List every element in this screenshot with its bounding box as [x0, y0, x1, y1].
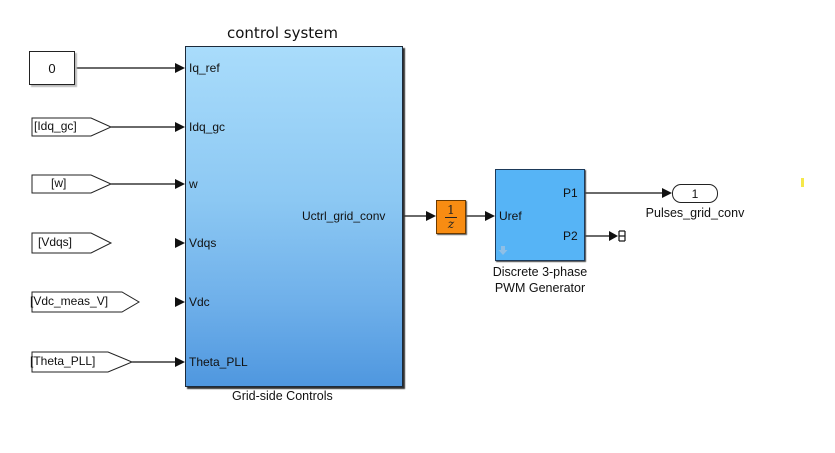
constant-value: 0 [48, 60, 56, 76]
from-tag-vdc-meas-v[interactable]: [Vdc_meas_V] [30, 294, 109, 308]
pwm-output-p2: P2 [563, 229, 578, 243]
input-port-iq-ref: Iq_ref [189, 61, 220, 75]
arrowhead-theta-pll [175, 357, 185, 367]
arrowhead-delay-in [426, 211, 436, 221]
annotation-title: control system [227, 24, 338, 42]
from-tag-theta-pll[interactable]: [Theta_PLL] [30, 354, 96, 368]
pwm-input-uref: Uref [499, 209, 522, 223]
from-tag-vdqs[interactable]: [Vdqs] [38, 235, 73, 249]
delay-denominator: z [447, 216, 455, 231]
arrowhead-terminator-in [609, 231, 618, 241]
pwm-output-p1: P1 [563, 186, 578, 200]
input-port-vdqs: Vdqs [189, 236, 217, 250]
unit-delay-block[interactable]: 1 z [436, 200, 466, 234]
outport-number: 1 [691, 186, 699, 201]
output-port-uctrl-grid-conv: Uctrl_grid_conv [302, 209, 386, 223]
delay-numerator: 1 [445, 202, 457, 218]
grid-side-controls-caption: Grid-side Controls [232, 389, 333, 403]
outport-block[interactable]: 1 [672, 184, 718, 203]
from-tag-idq-gc-shape [31, 117, 113, 137]
arrowhead-outport-in [662, 188, 672, 198]
arrowhead-vdqs [175, 238, 185, 248]
pwm-caption-line1: Discrete 3-phase [492, 265, 588, 279]
arrowhead-w [175, 179, 185, 189]
arrow-down-icon [498, 246, 508, 255]
from-tag-w[interactable]: [w] [51, 176, 67, 190]
arrowhead-iq-ref [175, 63, 185, 73]
input-port-idq-gc: Idq_gc [189, 120, 226, 134]
pwm-generator-block[interactable] [495, 169, 585, 261]
from-tag-w-shape [31, 174, 113, 194]
input-port-w: w [189, 177, 198, 191]
highlight-speck [801, 178, 804, 187]
from-tag-theta-pll-shape [31, 351, 134, 373]
terminator-icon [618, 230, 626, 242]
input-port-theta-pll: Theta_PLL [189, 355, 248, 369]
arrowhead-vdc [175, 297, 185, 307]
from-tag-vdc-shape [31, 291, 140, 313]
grid-side-controls-block[interactable] [185, 46, 403, 387]
constant-block[interactable]: 0 [29, 51, 75, 85]
outport-caption: Pulses_grid_conv [645, 206, 745, 220]
arrowhead-pwm-in [485, 211, 495, 221]
from-tag-vdqs-shape [31, 232, 113, 254]
from-tag-idq-gc[interactable]: [Idq_gc] [34, 119, 77, 133]
arrowhead-idq-gc [175, 122, 185, 132]
pwm-caption-line2: PWM Generator [494, 281, 586, 295]
input-port-vdc: Vdc [189, 295, 210, 309]
